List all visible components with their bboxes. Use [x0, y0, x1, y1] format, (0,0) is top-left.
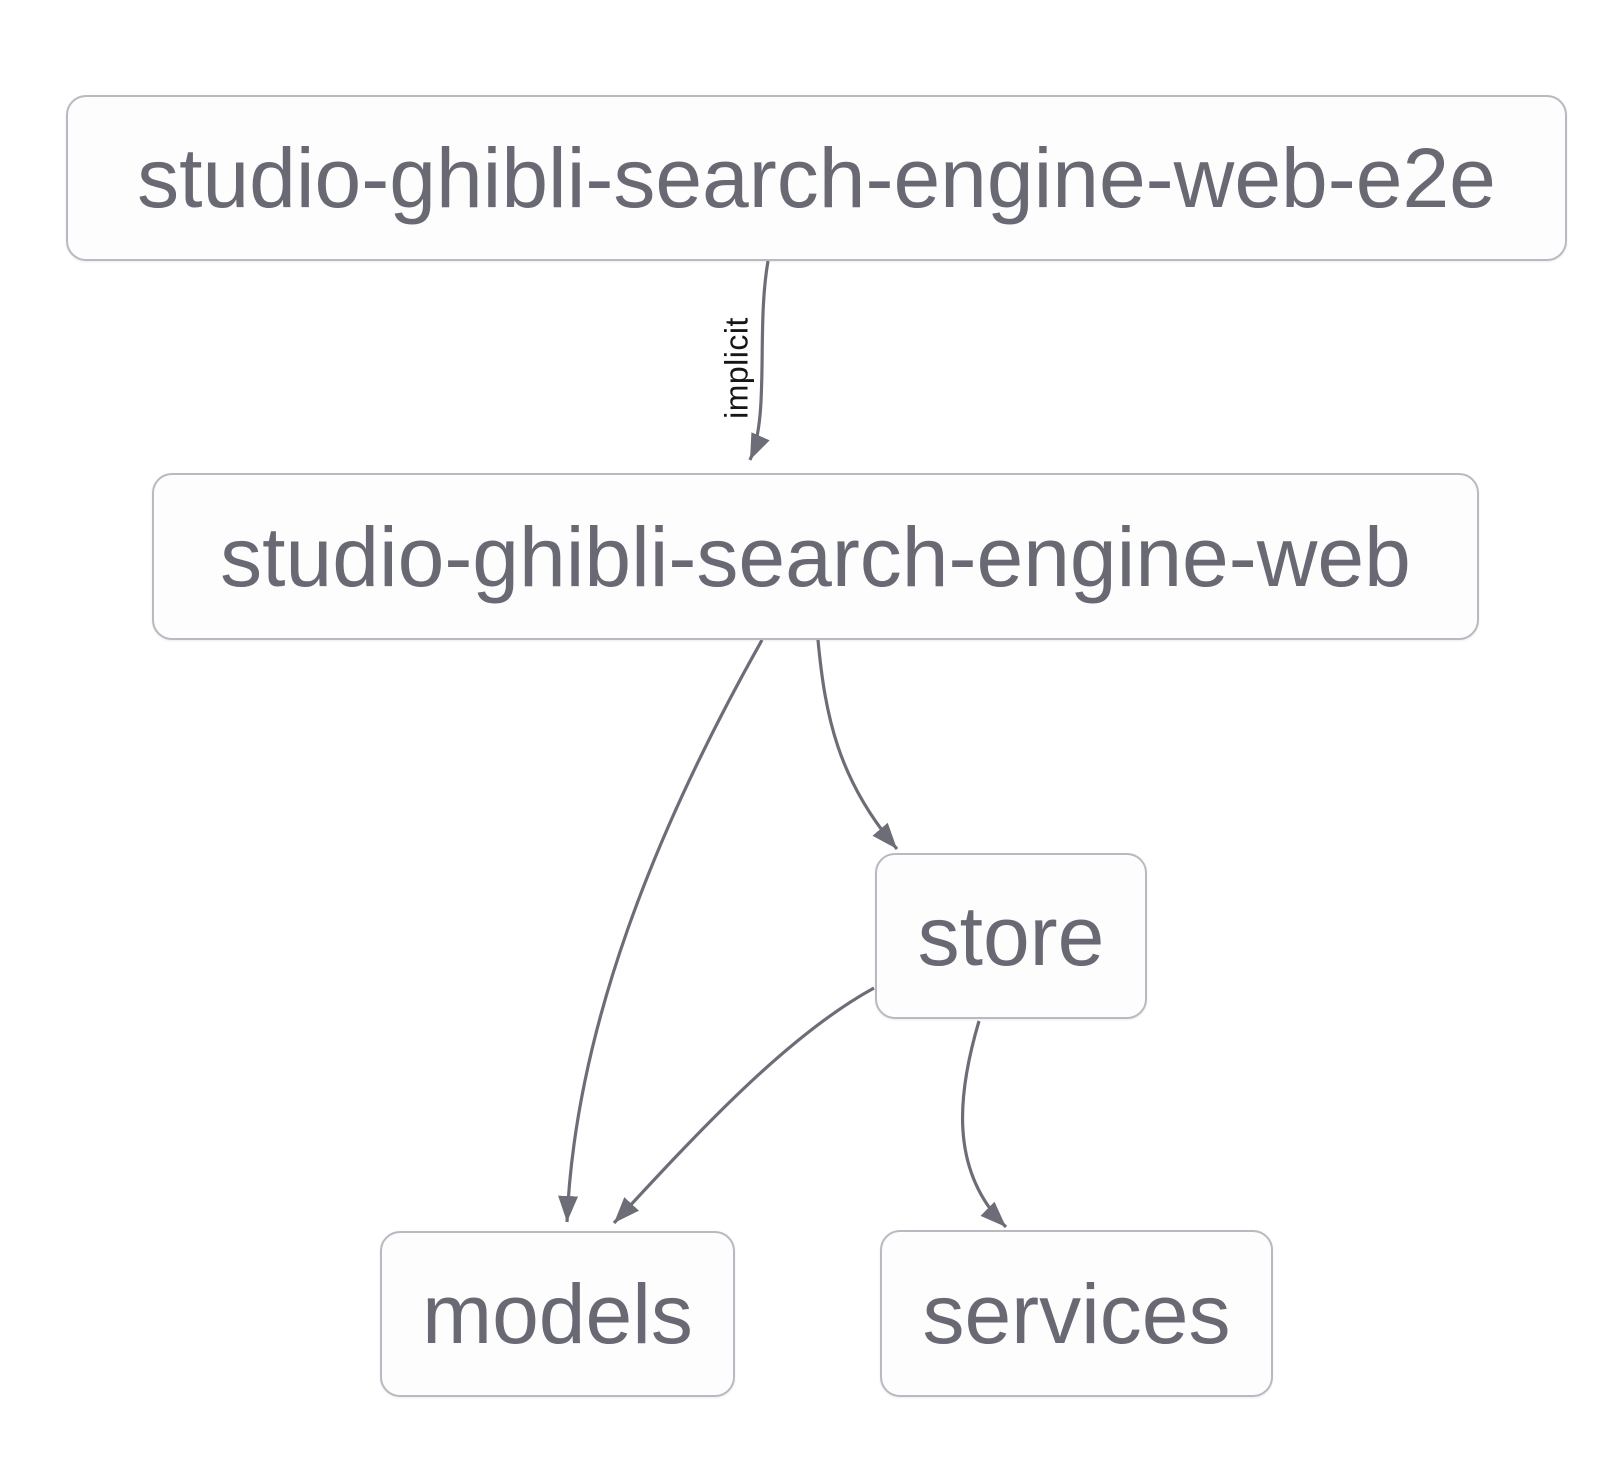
node-studio-ghibli-search-engine-web-e2e[interactable]: studio-ghibli-search-engine-web-e2e	[66, 95, 1567, 261]
node-label: services	[922, 1266, 1231, 1361]
edge-web-to-store[interactable]	[816, 639, 899, 851]
edge-web-to-models[interactable]	[558, 639, 764, 1223]
node-studio-ghibli-search-engine-web[interactable]: studio-ghibli-search-engine-web	[152, 473, 1479, 640]
node-services[interactable]: services	[880, 1230, 1273, 1397]
node-label: models	[422, 1267, 693, 1361]
edge-store-to-services[interactable]	[960, 1020, 1008, 1229]
node-label: studio-ghibli-search-engine-web	[220, 509, 1411, 604]
node-label: studio-ghibli-search-engine-web-e2e	[137, 131, 1496, 225]
node-models[interactable]: models	[380, 1231, 735, 1397]
node-label: store	[917, 889, 1105, 983]
node-store[interactable]: store	[875, 853, 1147, 1019]
edge-store-to-models[interactable]	[612, 986, 875, 1225]
edge-label-implicit: implicit	[718, 317, 755, 419]
edge-e2e-to-web[interactable]	[748, 260, 770, 461]
